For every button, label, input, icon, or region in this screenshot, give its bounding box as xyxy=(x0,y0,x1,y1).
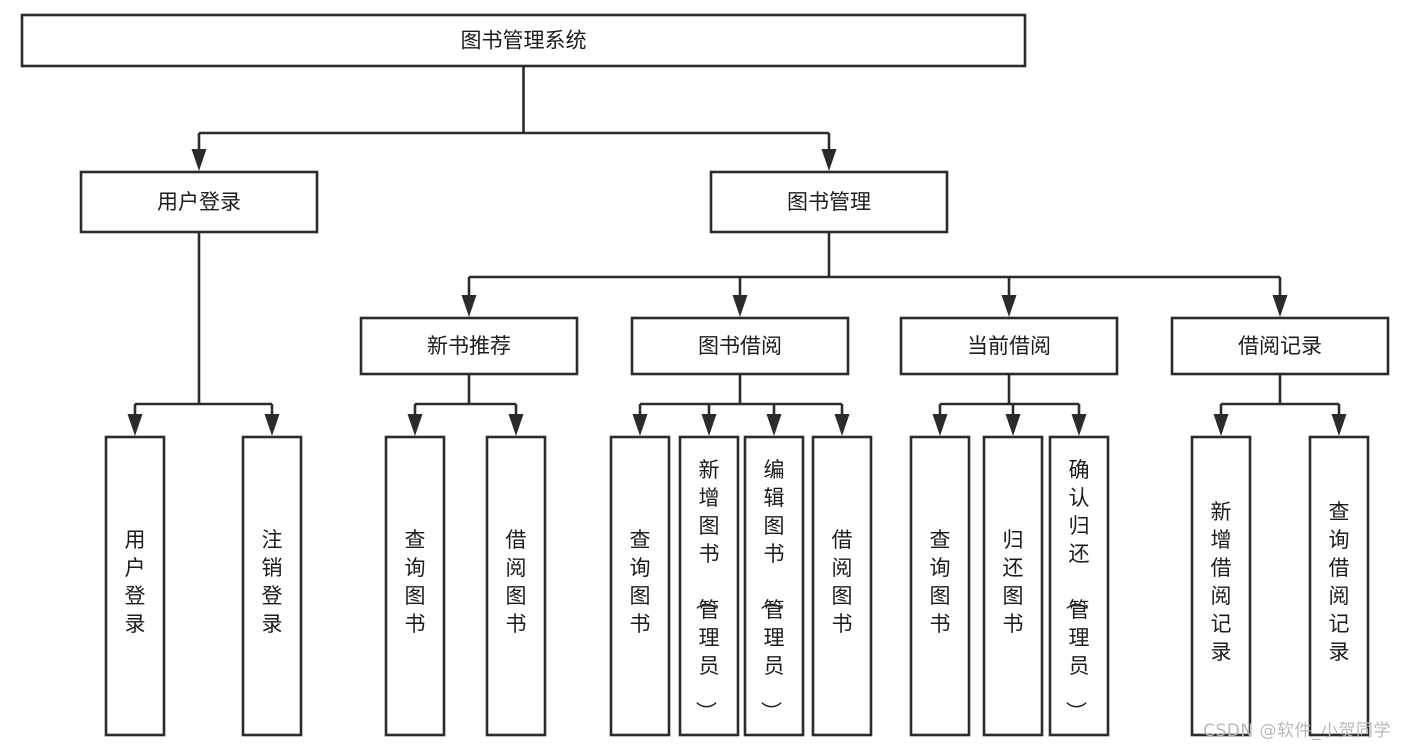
node-box xyxy=(678,435,740,737)
node-label: 借阅图书 xyxy=(506,528,527,636)
node-box xyxy=(982,435,1044,737)
connector-edge-current-borrow xyxy=(932,374,1087,436)
node-box xyxy=(811,435,873,737)
node-box xyxy=(79,170,319,234)
node-label: 新增图书（管理员） xyxy=(694,458,720,722)
node-label: 归还图书 xyxy=(1003,528,1024,636)
node-box xyxy=(104,435,166,737)
node-label: 图书管理 xyxy=(787,190,871,214)
node-label: 查询借阅记录 xyxy=(1329,500,1350,664)
node-box xyxy=(909,435,971,737)
node-label: 查询图书 xyxy=(930,528,951,636)
node-label: 用户登录 xyxy=(125,528,146,636)
node-label: 编辑图书（管理员） xyxy=(759,458,785,722)
node-label: 借阅记录 xyxy=(1238,334,1322,358)
node-leaf-add-book[interactable]: 新增图书（管理员） xyxy=(678,435,740,737)
connector-edge-root xyxy=(191,66,837,171)
node-leaf-borrow-book[interactable]: 借阅图书 xyxy=(811,435,873,737)
node-label: 查询图书 xyxy=(405,528,426,636)
node-leaf-user-login[interactable]: 用户登录 xyxy=(104,435,166,737)
node-label: 新增借阅记录 xyxy=(1211,500,1232,664)
connector-edge-new-book-rec xyxy=(407,374,524,436)
node-leaf-return-book[interactable]: 归还图书 xyxy=(982,435,1044,737)
node-leaf-add-record[interactable]: 新增借阅记录 xyxy=(1190,435,1252,737)
connector-edge-book-manage xyxy=(461,232,1288,317)
node-box xyxy=(709,170,949,234)
node-label: 当前借阅 xyxy=(967,334,1051,358)
node-box xyxy=(359,316,579,376)
node-leaf-query-book[interactable]: 查询图书 xyxy=(609,435,671,737)
node-box xyxy=(241,435,303,737)
node-label: 图书管理系统 xyxy=(461,29,587,53)
connector-edge-book-borrow xyxy=(632,374,850,436)
node-box xyxy=(1190,435,1252,737)
node-book-manage[interactable]: 图书管理 xyxy=(709,170,949,234)
node-root[interactable]: 图书管理系统 xyxy=(20,13,1027,68)
watermark-label: CSDN @软件_小贺同学 xyxy=(1203,721,1391,741)
node-label: 新书推荐 xyxy=(427,334,511,358)
node-label: 查询图书 xyxy=(630,528,651,636)
nodes-layer: 图书管理系统用户登录图书管理新书推荐图书借阅当前借阅借阅记录用户登录注销登录查询… xyxy=(20,13,1390,737)
node-leaf-confirm-return[interactable]: 确认归还（管理员） xyxy=(1048,435,1110,737)
node-book-borrow[interactable]: 图书借阅 xyxy=(630,316,850,376)
node-box xyxy=(1048,435,1110,737)
node-label: 用户登录 xyxy=(157,190,241,214)
node-box xyxy=(899,316,1119,376)
node-box xyxy=(630,316,850,376)
node-box xyxy=(743,435,805,737)
node-new-book-rec[interactable]: 新书推荐 xyxy=(359,316,579,376)
node-box xyxy=(485,435,547,737)
node-box xyxy=(609,435,671,737)
connectors-layer xyxy=(127,66,1347,436)
node-box xyxy=(20,13,1027,68)
node-leaf-query-record[interactable]: 查询借阅记录 xyxy=(1308,435,1370,737)
node-user-login[interactable]: 用户登录 xyxy=(79,170,319,234)
connector-edge-user-login xyxy=(127,232,280,436)
node-label: 借阅图书 xyxy=(832,528,853,636)
node-leaf-borrow-book-rec[interactable]: 借阅图书 xyxy=(485,435,547,737)
node-borrow-record[interactable]: 借阅记录 xyxy=(1170,316,1390,376)
node-box xyxy=(384,435,446,737)
node-leaf-query-book-rec[interactable]: 查询图书 xyxy=(384,435,446,737)
node-leaf-query-book-cur[interactable]: 查询图书 xyxy=(909,435,971,737)
node-label: 确认归还（管理员） xyxy=(1064,458,1090,722)
node-leaf-user-logout[interactable]: 注销登录 xyxy=(241,435,303,737)
node-label: 注销登录 xyxy=(262,528,283,636)
node-box xyxy=(1308,435,1370,737)
connector-edge-borrow-record xyxy=(1213,374,1347,436)
node-current-borrow[interactable]: 当前借阅 xyxy=(899,316,1119,376)
node-label: 图书借阅 xyxy=(698,334,782,358)
node-box xyxy=(1170,316,1390,376)
node-leaf-edit-book[interactable]: 编辑图书（管理员） xyxy=(743,435,805,737)
